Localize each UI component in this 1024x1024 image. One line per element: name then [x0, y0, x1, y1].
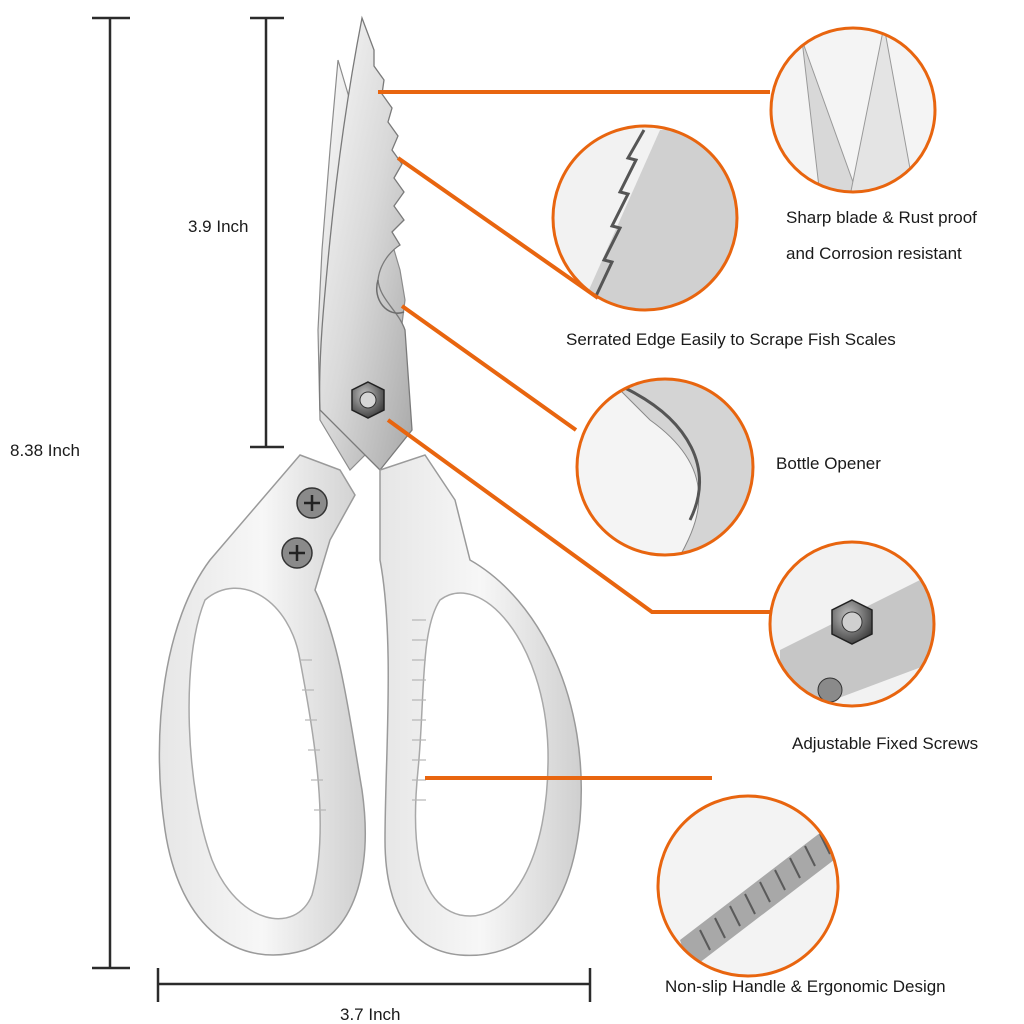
width-dimension-line [156, 968, 592, 1002]
width-label: 3.7 Inch [340, 1005, 401, 1024]
grip-ridges [300, 619, 426, 811]
kitchen-scissors-icon [158, 15, 582, 957]
feature-label-fixed-screws: Adjustable Fixed Screws [792, 734, 979, 753]
detail-circle-screws [768, 540, 936, 708]
phillips-screw-icon [281, 487, 328, 569]
detail-circle-serrated [551, 124, 739, 312]
callout-lines [378, 90, 770, 780]
feature-label-serrated-edge: Serrated Edge Easily to Scrape Fish Scal… [566, 330, 896, 349]
hex-nut-icon [351, 381, 385, 419]
height-dimension-line [92, 16, 130, 970]
feature-label-bottle-opener: Bottle Opener [776, 454, 881, 473]
feature-label-handle: Non-slip Handle & Ergonomic Design [665, 977, 946, 996]
blade-length-label: 3.9 Inch [188, 217, 249, 236]
detail-circle-handle [656, 794, 840, 978]
detail-circle-blade [769, 26, 937, 194]
feature-label-sharp-blade: Sharp blade & Rust proof and Corrosion r… [786, 208, 977, 263]
height-label: 8.38 Inch [10, 441, 80, 460]
blade-dimension-line [250, 16, 284, 449]
detail-circle-opener [575, 377, 755, 557]
